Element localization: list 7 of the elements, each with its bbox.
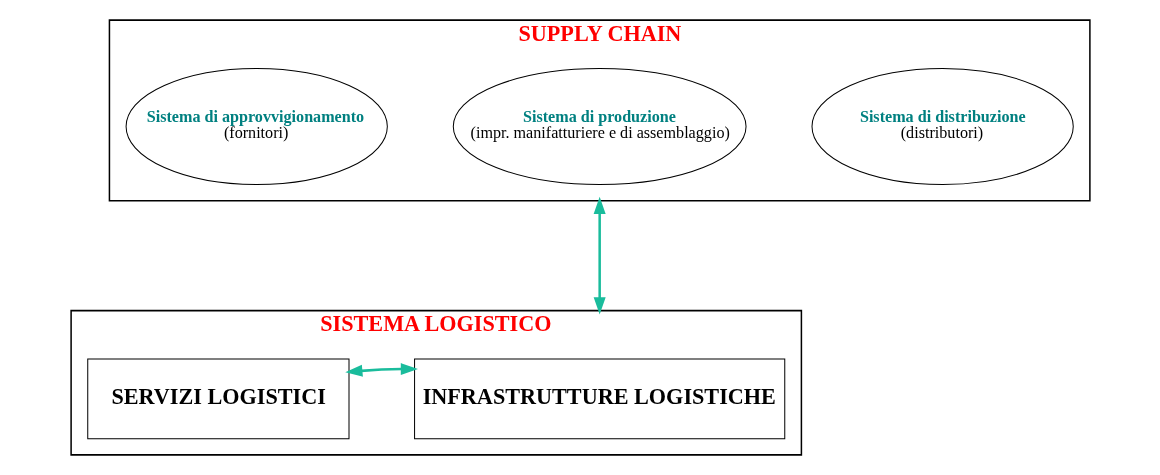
arrow xyxy=(344,363,418,377)
node-box: SERVIZI LOGISTICI xyxy=(86,358,349,440)
node-ellipse: Sistema di approvvigionamento (fornitori) xyxy=(125,68,388,186)
node-ellipse: Sistema di produzione (impr. manifatturiere e di assemblaggio) xyxy=(452,68,747,186)
node-box: INFRASTRUTTURE LOGISTICHE xyxy=(413,358,785,440)
arrow xyxy=(593,196,606,315)
node-ellipse: Sistema di distribuzione (distributori) xyxy=(811,68,1074,186)
